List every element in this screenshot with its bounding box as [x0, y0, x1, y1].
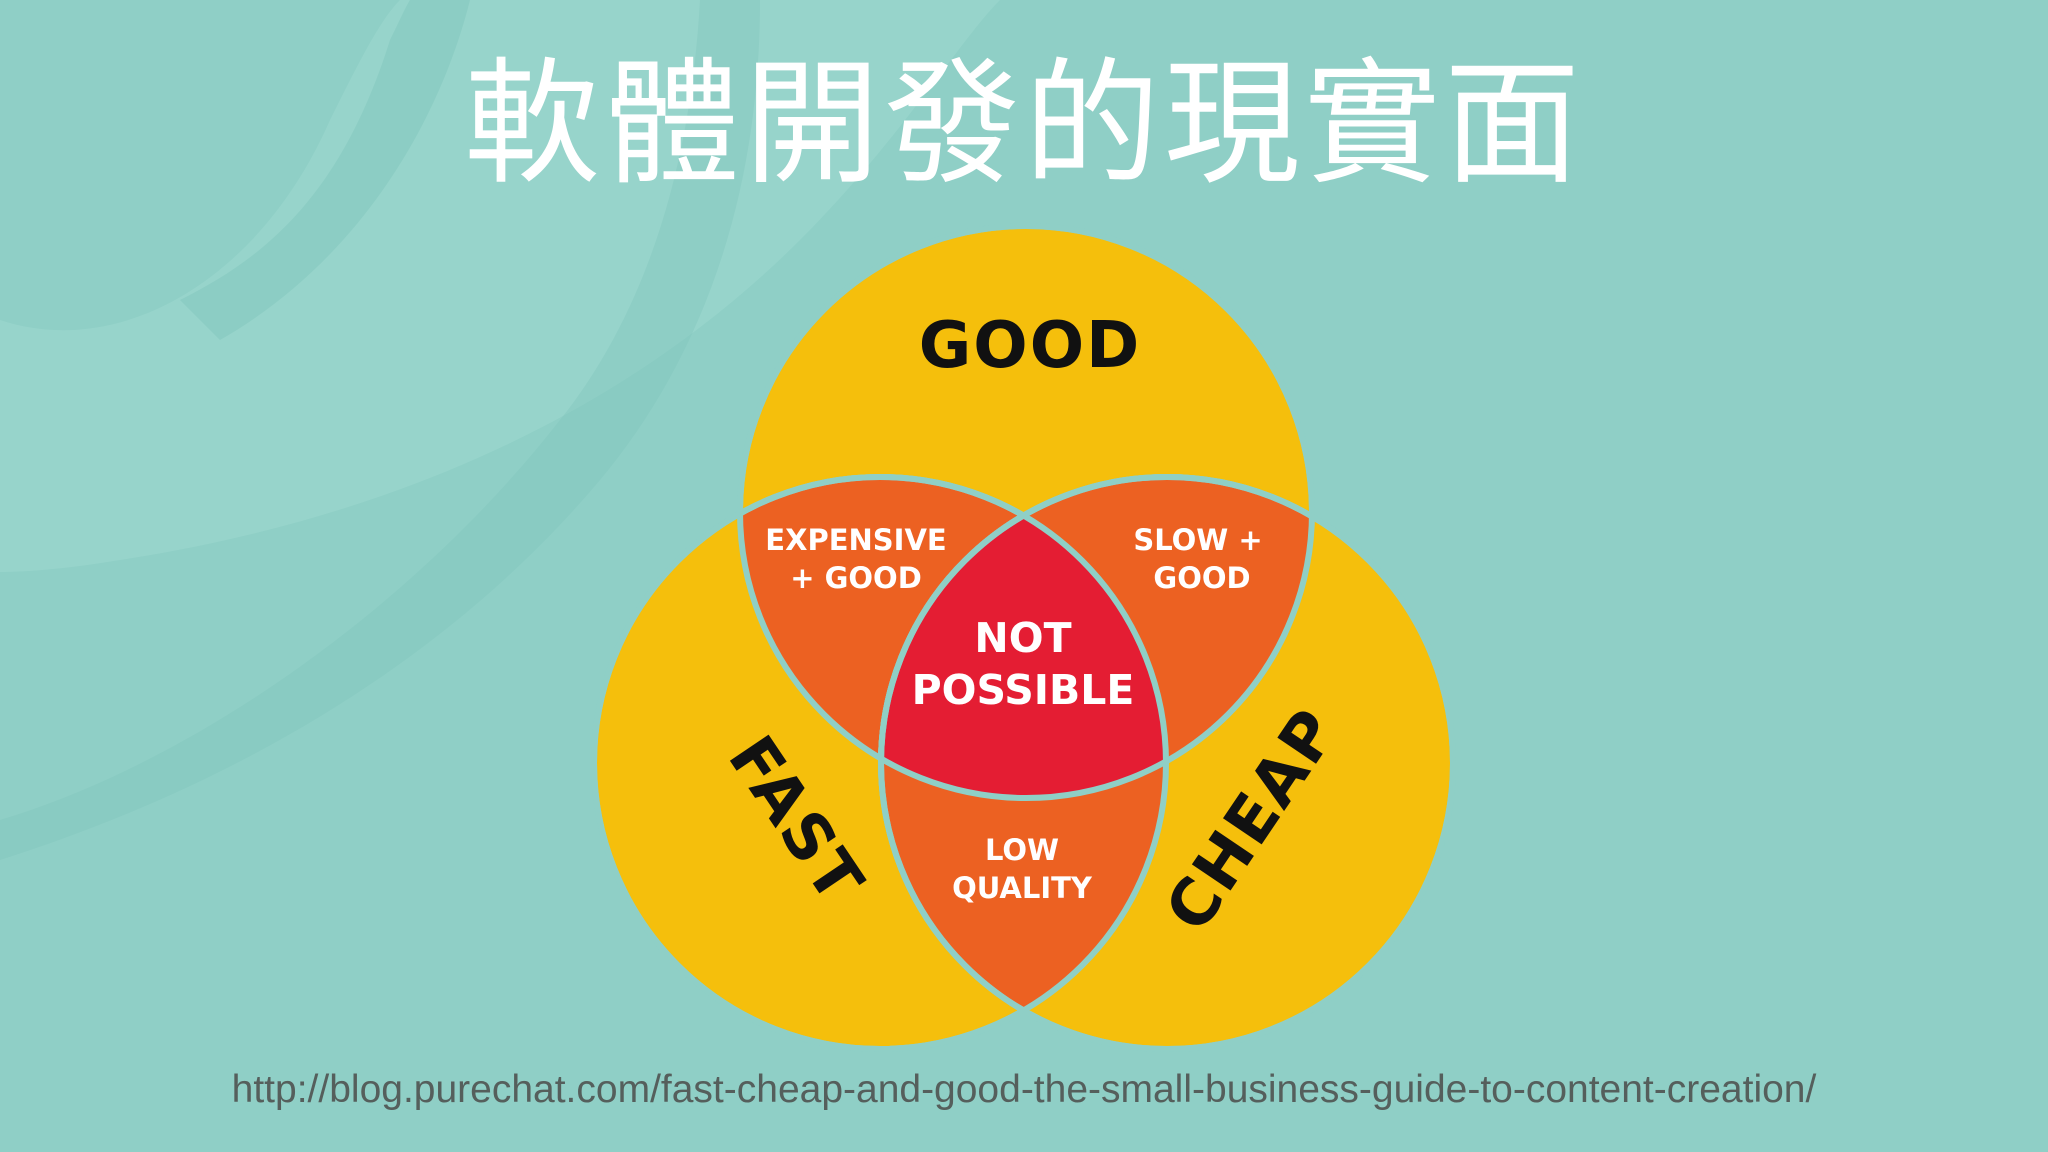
label-slow-good-line1: SLOW +: [1133, 523, 1262, 557]
label-expensive-good-line2: + GOOD: [790, 561, 922, 595]
label-low-quality-line1: LOW: [985, 833, 1059, 867]
outline-cheap: [878, 474, 1456, 1052]
slide-title: 軟體開發的現實面: [464, 46, 1584, 204]
source-link[interactable]: http://blog.purechat.com/fast-cheap-and-…: [231, 1068, 1817, 1111]
label-expensive-good-line1: EXPENSIVE: [765, 523, 946, 557]
label-good: GOOD: [919, 309, 1141, 383]
label-slow-good-line2: GOOD: [1153, 561, 1250, 595]
label-low-quality-line2: QUALITY: [952, 871, 1093, 905]
outline-fast: [591, 474, 1169, 1052]
label-not-possible-line2: POSSIBLE: [912, 666, 1135, 714]
label-not-possible-line1: NOT: [974, 614, 1071, 662]
